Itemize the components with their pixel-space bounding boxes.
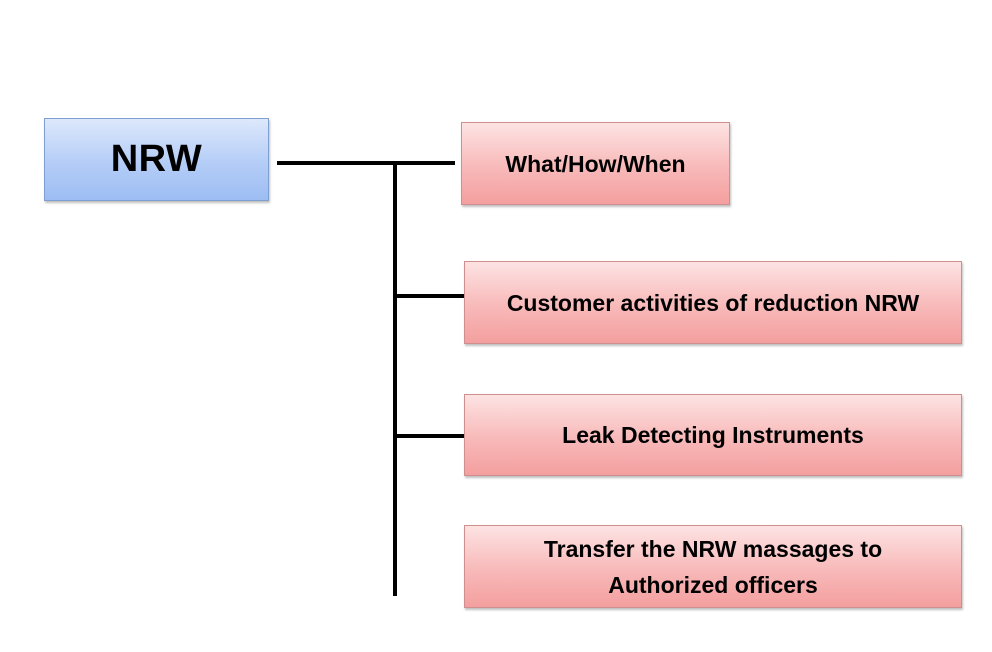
- connector-trunk-vertical: [393, 161, 397, 596]
- root-node: NRW: [44, 118, 269, 201]
- child-node-label: What/How/When: [505, 150, 686, 177]
- connector-branch-2: [393, 294, 464, 298]
- child-node-transfer-messages: Transfer the NRW massages to Authorized …: [464, 525, 962, 608]
- root-node-label: NRW: [110, 138, 203, 180]
- child-node-customer-activities: Customer activities of reduction NRW: [464, 261, 962, 344]
- child-node-what-how-when: What/How/When: [461, 122, 730, 205]
- child-node-label: Leak Detecting Instruments: [562, 422, 864, 448]
- connector-root-horizontal: [277, 161, 455, 165]
- child-node-label: Customer activities of reduction NRW: [506, 289, 920, 316]
- connector-branch-3: [393, 434, 464, 438]
- child-node-leak-detecting-instruments: Leak Detecting Instruments: [464, 394, 962, 476]
- child-node-label: Transfer the NRW massages to Authorized …: [543, 535, 883, 598]
